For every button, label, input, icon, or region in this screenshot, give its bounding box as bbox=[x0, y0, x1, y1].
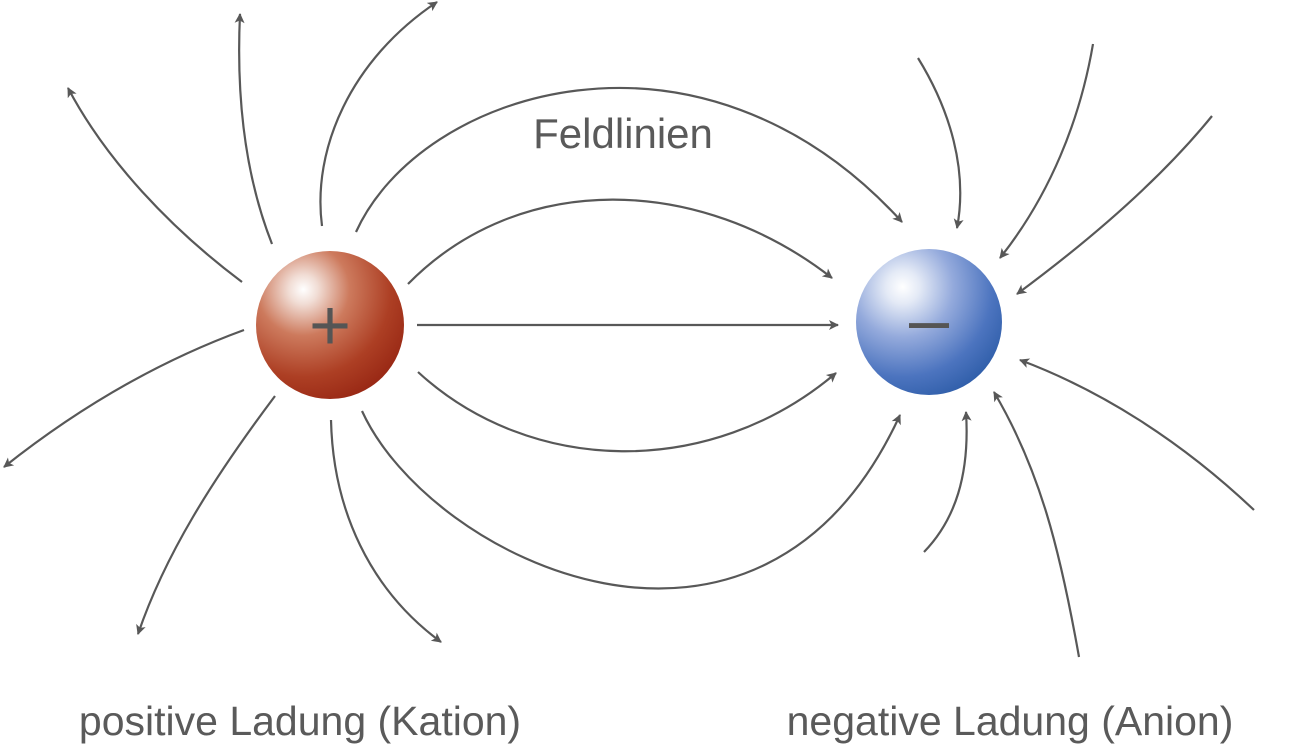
field-line-arrow bbox=[136, 395, 276, 635]
positive-field-lines bbox=[3, 1, 442, 643]
field-line-arrow bbox=[234, 13, 274, 245]
negative-field-lines bbox=[917, 43, 1255, 658]
connecting-field-lines bbox=[354, 86, 903, 590]
field-line-arrow bbox=[417, 371, 837, 453]
field-line-arrow bbox=[923, 411, 972, 553]
field-line-arrow bbox=[329, 419, 442, 643]
field-line-arrow bbox=[407, 198, 833, 285]
field-line-arrow bbox=[360, 410, 901, 590]
field-lines-label: Feldlinien bbox=[533, 110, 713, 157]
field-line-arrow bbox=[3, 328, 245, 468]
field-line-arrow bbox=[67, 87, 243, 283]
field-line-arrow bbox=[1019, 358, 1255, 511]
negative-charge: – bbox=[856, 249, 1002, 395]
negative-sign: – bbox=[909, 280, 950, 360]
field-line-arrow bbox=[993, 391, 1081, 658]
positive-sign: + bbox=[309, 286, 351, 366]
positive-sphere bbox=[256, 251, 404, 399]
field-line-arrow bbox=[917, 57, 964, 229]
field-line-arrow bbox=[319, 1, 438, 227]
field-line-arrow bbox=[354, 86, 903, 233]
field-line-arrow bbox=[999, 43, 1095, 259]
positive-charge: + bbox=[256, 251, 404, 399]
negative-sphere bbox=[856, 249, 1002, 395]
negative-charge-label: negative Ladung (Anion) bbox=[787, 698, 1234, 744]
positive-charge-label: positive Ladung (Kation) bbox=[79, 698, 521, 744]
field-line-arrow bbox=[1016, 115, 1213, 295]
